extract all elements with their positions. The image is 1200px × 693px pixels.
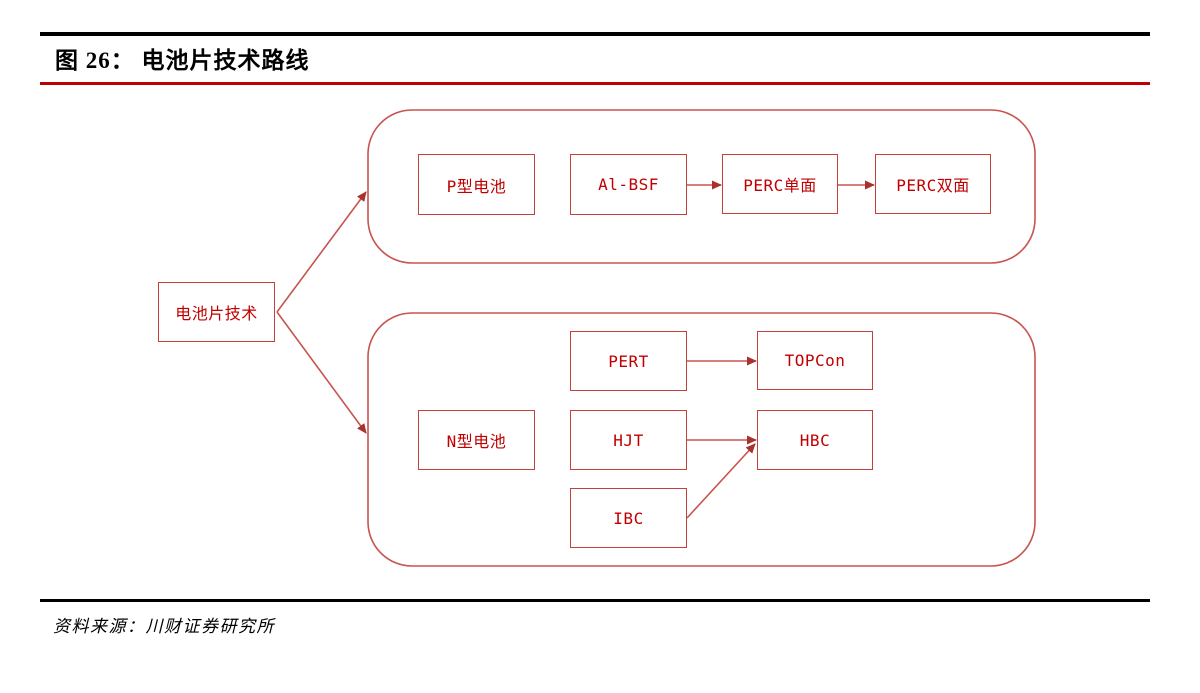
node-perc-single: PERC单面 [722, 154, 838, 214]
edge-root-ngroup [276, 311, 367, 434]
top-rule [40, 32, 1150, 36]
footer-rule [40, 599, 1150, 602]
node-topcon: TOPCon [757, 331, 873, 390]
node-n-type: N型电池 [418, 410, 535, 470]
node-p-type: P型电池 [418, 154, 535, 215]
source-note: 资料来源：川财证券研究所 [53, 617, 275, 636]
node-pert: PERT [570, 331, 687, 391]
p-group-outline [367, 109, 1036, 264]
title-underline [40, 82, 1150, 85]
edge-ibc-hbc [686, 443, 756, 519]
n-group-outline [367, 312, 1036, 567]
figure-title: 图 26： 电池片技术路线 [55, 48, 310, 73]
node-perc-double: PERC双面 [875, 154, 991, 214]
node-hbc: HBC [757, 410, 873, 470]
node-ibc: IBC [570, 488, 687, 548]
node-al-bsf: Al-BSF [570, 154, 687, 215]
edge-root-pgroup [276, 191, 367, 313]
node-hjt: HJT [570, 410, 687, 470]
node-root: 电池片技术 [158, 282, 275, 342]
